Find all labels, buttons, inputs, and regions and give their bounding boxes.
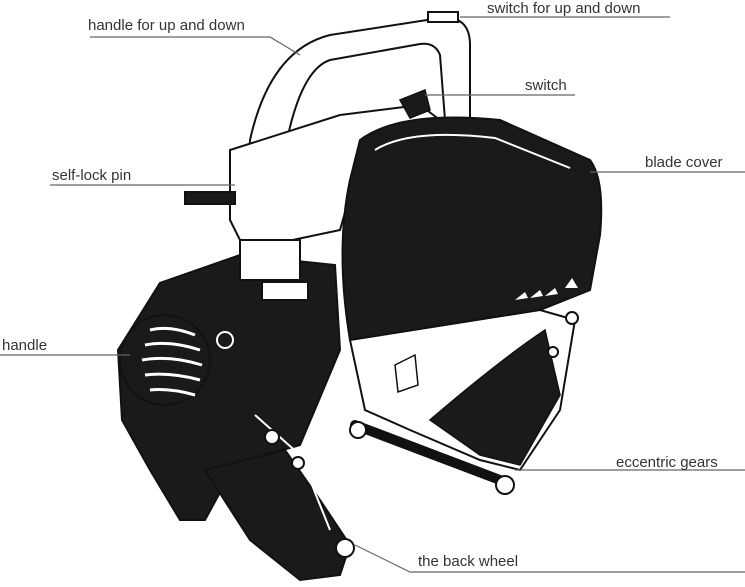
slide-foot [261,281,309,301]
label-handle-up-down: handle for up and down [88,17,245,34]
handle-knob-ribs [141,326,203,397]
back-wheel [335,538,355,558]
blade-guard-dark [428,328,561,466]
label-eccentric-gears: eccentric gears [616,454,718,471]
arm-pivot [264,429,280,445]
blade-cover-markings [515,278,578,300]
housing-screw [216,331,234,349]
label-switch: switch [525,77,567,94]
label-handle: handle [2,337,48,354]
blade-cover-highlight [374,133,571,169]
switch-up-down [427,11,459,23]
eccentric-gear [495,475,515,495]
leader-back-wheel [354,544,745,573]
back-wheel-arm [203,448,352,582]
leader-lines [0,16,745,573]
front-roller-left [349,421,367,439]
label-blade-cover: blade cover [645,154,723,171]
back-wheel-arm-detail [254,414,331,531]
handle-knob [119,314,211,406]
arm-pivot-2 [291,456,305,470]
switch-trigger [398,88,431,119]
slide-column [239,239,301,281]
label-self-lock-pin: self-lock pin [52,167,132,184]
blade-cover [341,116,603,342]
warning-sign [394,353,419,394]
gear-pivot-mid [547,346,559,358]
leader-handle-up-down [90,36,301,56]
self-lock-pin [184,191,236,205]
gear-pivot-top [565,311,579,325]
front-roller-bar [350,420,505,485]
label-back-wheel: the back wheel [418,553,519,570]
label-switch-up-down: switch for up and down [487,0,641,17]
